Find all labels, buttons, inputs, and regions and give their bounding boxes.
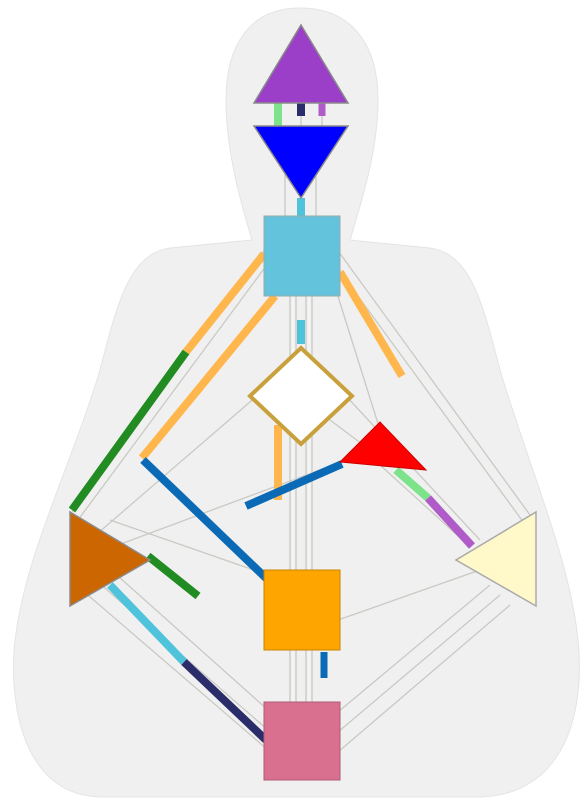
sacral-center [264, 570, 340, 650]
throat-center [264, 216, 340, 296]
root-center [264, 702, 340, 780]
